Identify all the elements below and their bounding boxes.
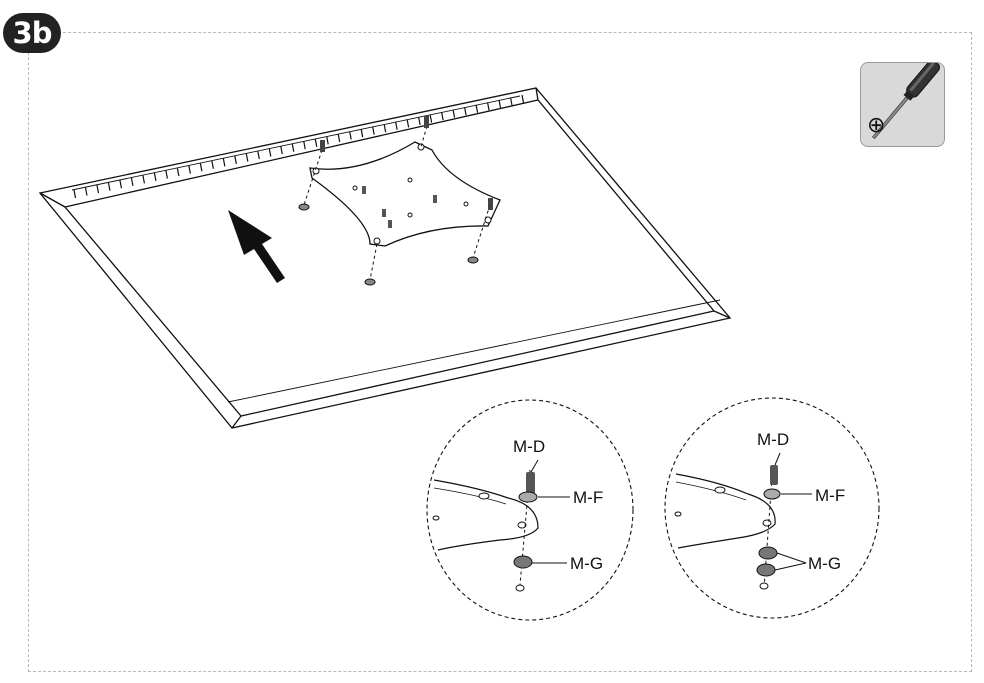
- vent-slot: [463, 107, 467, 116]
- vent-slot: [441, 111, 444, 121]
- vent-slot: [475, 104, 479, 113]
- vent-slot: [188, 165, 191, 174]
- step-frame: [28, 32, 972, 672]
- vent-slot: [211, 160, 214, 169]
- exploded-fasteners: [298, 116, 493, 286]
- vent-slot: [130, 177, 134, 186]
- vent-slot: [199, 163, 203, 172]
- vent-slot: [73, 189, 77, 199]
- phillips-screwdriver-icon: [871, 63, 940, 140]
- up-direction-arrow: [228, 210, 285, 283]
- vent-slot: [257, 150, 260, 160]
- label-washer-mf: M-F: [815, 486, 845, 505]
- vent-slot: [107, 182, 111, 191]
- vent-slot: [349, 131, 352, 140]
- vent-slot: [153, 172, 157, 182]
- vent-slot: [84, 187, 88, 196]
- vent-slot: [521, 94, 525, 104]
- vent-slot: [429, 114, 433, 123]
- vent-slot: [383, 124, 387, 133]
- vent-slot: [406, 119, 410, 128]
- vent-slots: [73, 94, 525, 199]
- label-washer-mf: M-F: [573, 488, 603, 507]
- vent-slot: [395, 121, 398, 130]
- vent-slot: [119, 180, 123, 189]
- vent-slot: [176, 167, 180, 177]
- vent-slot: [291, 143, 295, 152]
- vent-slot: [498, 99, 502, 108]
- vent-slot: [222, 158, 226, 167]
- vent-slot: [337, 133, 341, 143]
- vent-slot: [165, 170, 168, 179]
- vent-slot: [314, 138, 318, 147]
- vent-slot: [372, 126, 375, 135]
- vent-slot: [280, 146, 283, 155]
- vent-slot: [452, 109, 456, 118]
- vent-slot: [96, 185, 100, 194]
- vent-slot: [234, 155, 237, 165]
- tool-required-box: ⊕: [860, 62, 945, 147]
- vent-slot: [326, 136, 329, 145]
- label-spacer-mg: M-G: [808, 554, 841, 573]
- vent-slot: [418, 116, 421, 126]
- detail-circle-right: M-D M-F M-G: [664, 397, 880, 619]
- label-spacer-mg: M-G: [570, 554, 603, 573]
- vent-slot: [486, 102, 490, 111]
- tv-panel: [38, 87, 732, 429]
- vent-slot: [303, 141, 306, 150]
- phillips-symbol-icon: ⊕: [867, 113, 886, 138]
- vent-slot: [360, 128, 364, 138]
- vent-slot: [509, 97, 513, 106]
- step-number-badge: 3b: [3, 13, 61, 53]
- vent-slot: [268, 148, 272, 157]
- label-screw-md: M-D: [757, 430, 789, 449]
- label-screw-md: M-D: [513, 437, 545, 456]
- vent-slot: [142, 175, 146, 184]
- detail-circle-left: M-D M-F M-G: [426, 399, 634, 621]
- vent-slot: [245, 153, 249, 162]
